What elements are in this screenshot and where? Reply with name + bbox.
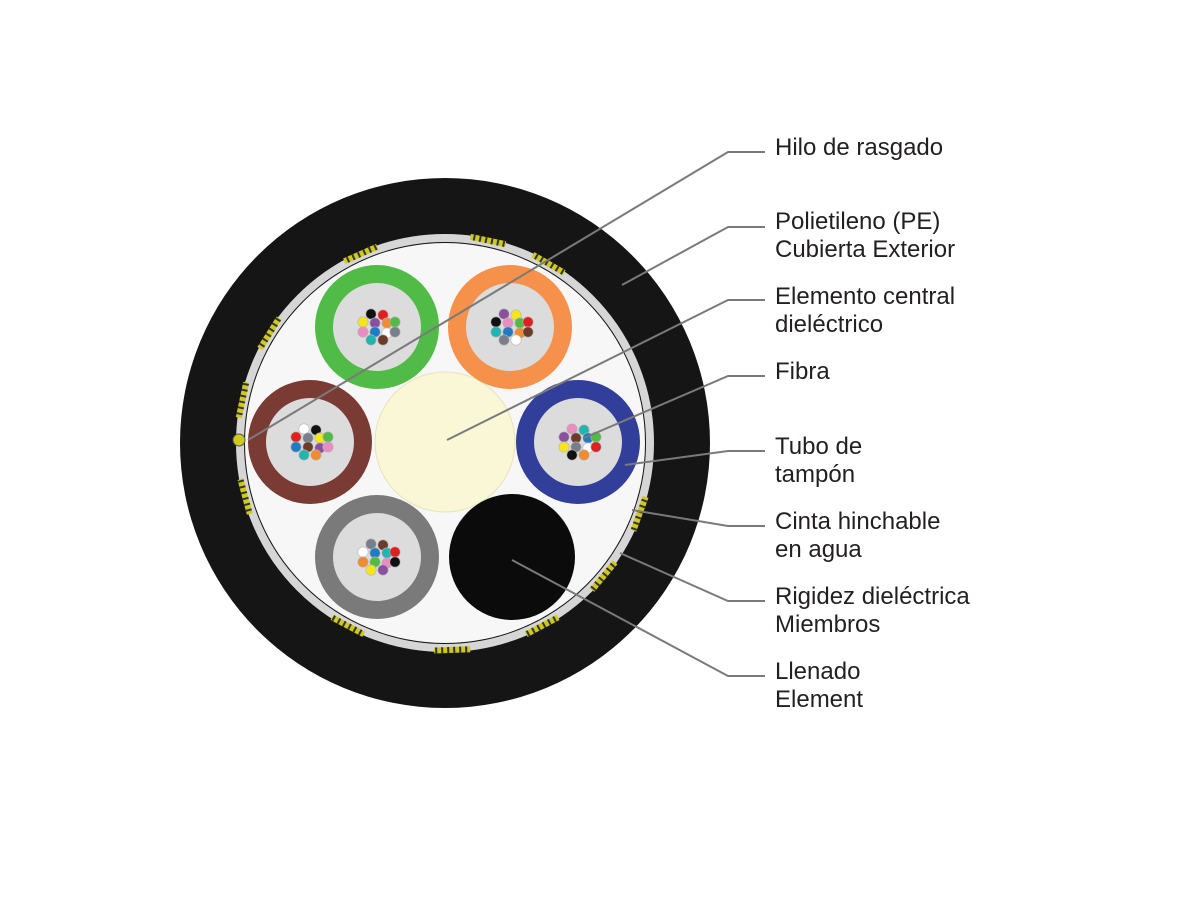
buffer-tube (448, 265, 572, 389)
leader-filler (511, 559, 765, 677)
rigid-member-segment (330, 614, 366, 637)
leader-water-tape (631, 509, 765, 527)
leader-rigid-members (619, 552, 765, 602)
optical-fiber (357, 326, 369, 338)
label-buffer-tube: Tubo de tampón (775, 433, 862, 489)
leader-outer-jacket (621, 226, 765, 286)
optical-fiber (389, 556, 401, 568)
optical-fiber (357, 316, 369, 328)
leader-lines (247, 151, 765, 677)
leader-central-element (446, 299, 765, 441)
optical-fiber (365, 564, 377, 576)
label-line: Elemento central (775, 283, 956, 310)
optical-fiber (357, 556, 369, 568)
label-line: Cinta hinchable (775, 508, 941, 535)
optical-fiber (310, 449, 322, 461)
buffer-tube (315, 495, 439, 619)
optical-fiber (566, 423, 578, 435)
dielectric-rigid-members (235, 233, 649, 654)
leader-fiber (583, 375, 765, 439)
label-line: en agua (775, 536, 862, 563)
optical-fiber (389, 326, 401, 338)
label-line: Miembros (775, 611, 881, 638)
optical-fiber (389, 316, 401, 328)
rigid-member-segment (257, 316, 282, 351)
label-water-tape: Cinta hinchable en agua (775, 508, 940, 564)
optical-fiber (322, 441, 334, 453)
optical-fiber (322, 431, 334, 443)
optical-fiber (298, 449, 310, 461)
label-line: Rigidez dieléctrica (775, 583, 970, 610)
rigid-member-segment (469, 233, 507, 248)
buffer-tube (315, 265, 439, 389)
leader-buffer-tube (624, 450, 765, 466)
optical-fiber (389, 546, 401, 558)
label-line: tampón (775, 461, 856, 488)
label-outer-jacket: Polietileno (PE) Cubierta Exterior (775, 208, 955, 264)
leader-ripcord (247, 151, 765, 441)
rigid-member-segment (235, 381, 250, 419)
optical-fiber (590, 441, 602, 453)
label-line: Element (775, 686, 864, 713)
optical-fiber (498, 308, 510, 320)
label-ripcord: Hilo de rasgado (775, 134, 943, 162)
label-line: Llenado (775, 658, 861, 685)
optical-fiber (578, 449, 590, 461)
rigid-member-segment (237, 478, 253, 515)
filler-element (449, 494, 575, 620)
optical-fiber (365, 308, 377, 320)
rigid-member-segment (589, 560, 618, 592)
label-rigid-members: Rigidez dieléctrica Miembros (775, 583, 970, 639)
optical-fiber (290, 431, 302, 443)
optical-fiber (290, 441, 302, 453)
optical-fiber (377, 564, 389, 576)
optical-fiber (365, 538, 377, 550)
buffer-tube (248, 380, 372, 504)
optical-fiber (490, 316, 502, 328)
rigid-member-segment (531, 252, 566, 276)
central-dielectric-element (374, 371, 516, 513)
optical-fiber (365, 334, 377, 346)
label-fiber: Fibra (775, 358, 830, 386)
label-line: Fibra (775, 358, 830, 385)
label-line: dieléctrico (775, 311, 884, 338)
optical-fiber (377, 334, 389, 346)
optical-fiber (298, 423, 310, 435)
rigid-member-segment (524, 614, 560, 637)
label-filler: Llenado Element (775, 658, 863, 714)
optical-fiber (498, 334, 510, 346)
buffer-tubes (248, 265, 640, 619)
optical-fiber (566, 449, 578, 461)
label-line: Cubierta Exterior (775, 236, 956, 263)
label-central-element: Elemento central dieléctrico (775, 283, 955, 339)
optical-fiber (510, 334, 522, 346)
optical-fiber (558, 431, 570, 443)
rigid-member-segment (434, 646, 471, 654)
ripcord (232, 433, 246, 447)
optical-fiber (522, 326, 534, 338)
label-line: Hilo de rasgado (775, 134, 944, 161)
optical-fiber (522, 316, 534, 328)
label-line: Tubo de (775, 433, 863, 460)
rigid-member-segment (343, 243, 379, 264)
buffer-tube (516, 380, 640, 504)
optical-fiber (357, 546, 369, 558)
optical-fiber (558, 441, 570, 453)
optical-fiber (490, 326, 502, 338)
label-line: Polietileno (PE) (775, 208, 941, 235)
